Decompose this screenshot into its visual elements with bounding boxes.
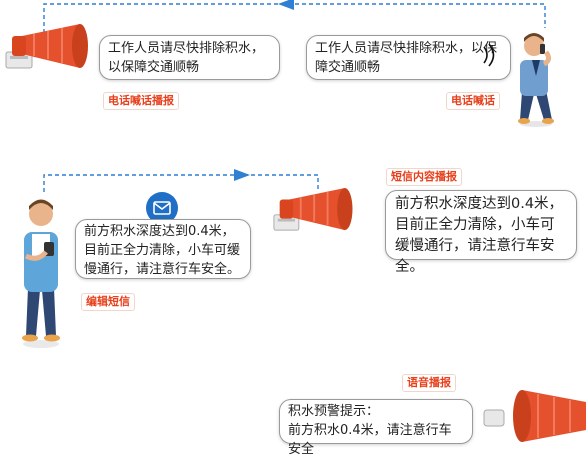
caller-message-text: 工作人员请尽快排除积水，以保障交通顺畅	[315, 41, 498, 75]
flow-connectors	[43, 0, 546, 192]
megaphone-icon	[5, 24, 88, 69]
megaphone-icon	[483, 390, 586, 442]
horn-message-text: 工作人员请尽快排除积水，以保障交通顺畅	[108, 41, 265, 75]
person-phone-icon	[22, 199, 60, 348]
tag-phone-call: 电话喊话	[446, 92, 500, 110]
mail-icon	[146, 192, 178, 224]
horn-message-bubble-sms: 前方积水深度达到0.4米，目前正全力清除，小车可缓慢通行，请注意行车安全。	[385, 190, 577, 275]
tag-voice-broadcast: 语音播报	[402, 374, 456, 392]
flow-line-top	[43, 3, 546, 33]
horn-message-bubble-phone: 工作人员请尽快排除积水，以保障交通顺畅	[99, 35, 280, 80]
megaphone-icon	[273, 188, 353, 231]
user-message-bubble: 前方积水深度达到0.4米，目前正全力清除，小车可缓慢通行，请注意行车安全。	[75, 219, 251, 279]
arrow-left-icon	[278, 0, 294, 10]
flow-line-middle	[43, 174, 319, 192]
caller-message-bubble: 工作人员请尽快排除积水，以保障交通顺畅	[306, 35, 511, 80]
sound-wave-icon	[483, 43, 495, 67]
tag-edit-sms: 编辑短信	[81, 293, 135, 311]
voice-message-title: 积水预警提示：	[288, 404, 380, 419]
tag-sms-broadcast: 短信内容播报	[386, 168, 462, 186]
person-phone-icon	[518, 33, 554, 127]
voice-message-bubble: 积水预警提示： 前方积水0.4米，请注意行车安全	[279, 399, 473, 457]
voice-message-body: 前方积水0.4米，请注意行车安全	[288, 422, 452, 457]
tag-phone-broadcast: 电话喊话播报	[103, 92, 179, 110]
horn-sms-text: 前方积水深度达到0.4米，目前正全力清除，小车可缓慢通行，请注意行车安全。	[395, 196, 564, 276]
arrow-right-icon	[234, 169, 250, 181]
user-message-text: 前方积水深度达到0.4米，目前正全力清除，小车可缓慢通行，请注意行车安全。	[84, 224, 241, 277]
